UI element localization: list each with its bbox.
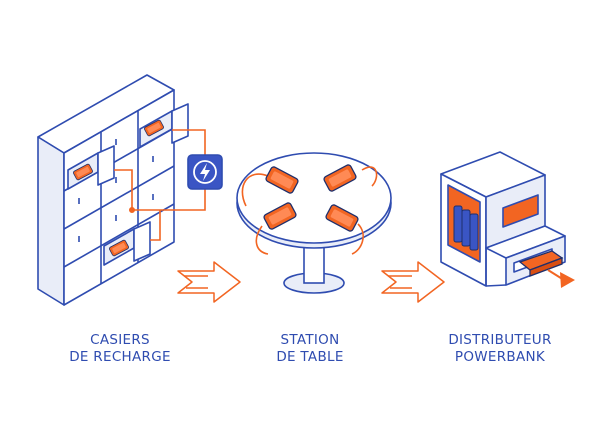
locker-cables	[114, 129, 206, 241]
caption-line-1: DISTRIBUTEUR	[448, 332, 552, 348]
caption-line-2: DE TABLE	[276, 349, 344, 365]
flow-arrow-icon	[381, 261, 445, 303]
table-cables	[241, 166, 378, 255]
caption-powerbank-dispenser: DISTRIBUTEUR POWERBANK	[400, 332, 600, 366]
lightning-icon	[200, 163, 210, 181]
caption-table-station: STATION DE TABLE	[210, 332, 410, 366]
ejected-powerbank	[518, 250, 575, 288]
caption-line-2: DE RECHARGE	[69, 349, 171, 365]
flow-arrow-icon	[177, 261, 241, 303]
charging-lockers	[37, 74, 189, 306]
caption-line-2: POWERBANK	[454, 349, 546, 365]
caption-line-1: STATION	[280, 332, 340, 348]
powerbank-dispenser	[440, 151, 566, 287]
caption-charging-lockers: CASIERS DE RECHARGE	[20, 332, 220, 366]
caption-line-1: CASIERS	[90, 332, 150, 348]
charging-hub	[187, 154, 223, 190]
